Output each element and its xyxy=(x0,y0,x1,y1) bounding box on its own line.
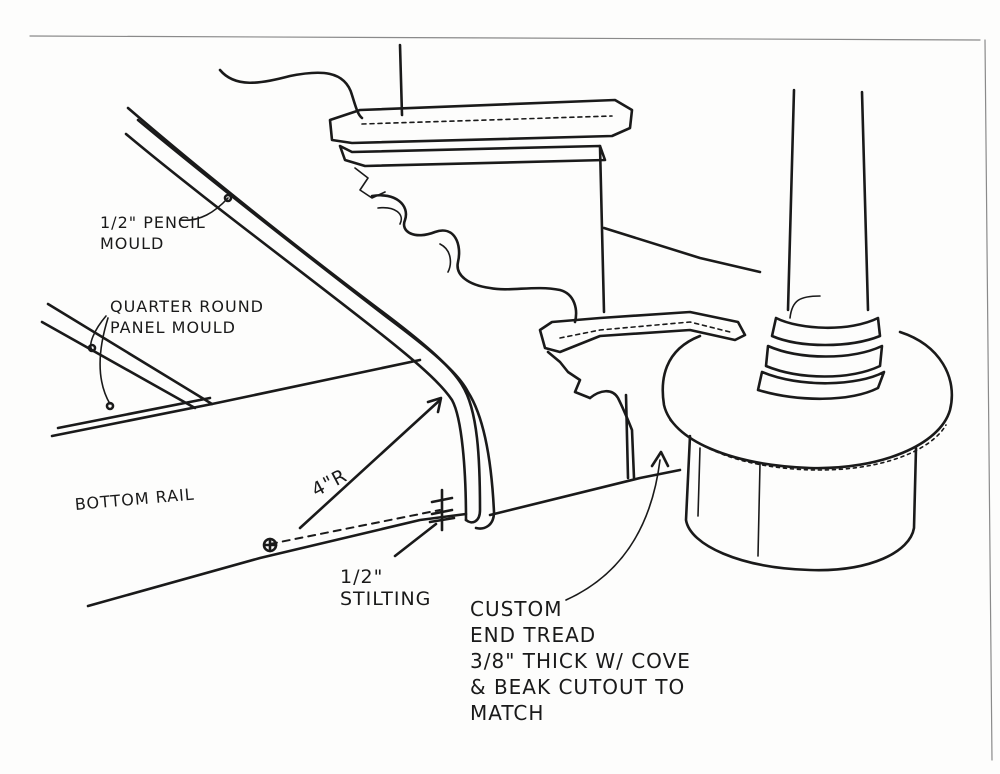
quarter-round-leader-upper xyxy=(90,315,107,351)
pencil-mould-dot xyxy=(223,193,233,203)
end-tread-line-4: & Beak Cutout to xyxy=(470,675,686,699)
stringer-base-line xyxy=(488,468,682,517)
stilting-label: 1/2" Stilting xyxy=(340,566,431,610)
custom-end-tread xyxy=(538,310,747,480)
pencil-mould-line-2: Mould xyxy=(100,234,165,253)
quarter-round-line-1: Quarter Round xyxy=(110,297,264,316)
upper-riser-line xyxy=(398,43,404,117)
stilting-line-2: Stilting xyxy=(340,588,432,610)
stilting-marker xyxy=(393,488,456,558)
end-tread-line-1: Custom xyxy=(470,597,563,621)
upper-tread xyxy=(328,98,634,199)
handrail-pencil-mould xyxy=(124,106,496,530)
end-tread-leader xyxy=(565,459,661,601)
paper-top-edge xyxy=(29,35,981,41)
quarter-round-panel-mould xyxy=(40,302,422,438)
quarter-round-label: Quarter Round Panel Mould xyxy=(110,296,264,338)
quarter-round-dot xyxy=(87,343,97,353)
quarter-round-line-2: Panel Mould xyxy=(110,318,236,337)
end-tread-label: Custom End Tread 3/8" Thick w/ Cove & Be… xyxy=(470,596,691,726)
upper-stringer-curve xyxy=(218,68,364,120)
quarter-round-leader-lower xyxy=(99,317,111,405)
radius-dimension xyxy=(262,396,443,553)
floor-edge-upper xyxy=(602,226,762,274)
pencil-mould-line-1: 1/2" Pencil xyxy=(100,213,206,232)
end-tread-line-5: Match xyxy=(470,701,545,725)
stair-stringer xyxy=(370,144,606,324)
end-tread-line-3: 3/8" Thick w/ Cove xyxy=(470,649,691,673)
stilting-line-1: 1/2" xyxy=(340,566,384,588)
newel-post xyxy=(756,88,886,401)
end-tread-line-2: End Tread xyxy=(470,623,597,647)
newel-base xyxy=(661,330,954,572)
pencil-mould-leader xyxy=(179,197,229,222)
pencil-mould-label: 1/2" Pencil Mould xyxy=(100,212,206,254)
paper-right-edge xyxy=(984,39,993,761)
panel-mould-dot xyxy=(105,401,115,411)
end-tread-arrowhead xyxy=(650,450,670,468)
